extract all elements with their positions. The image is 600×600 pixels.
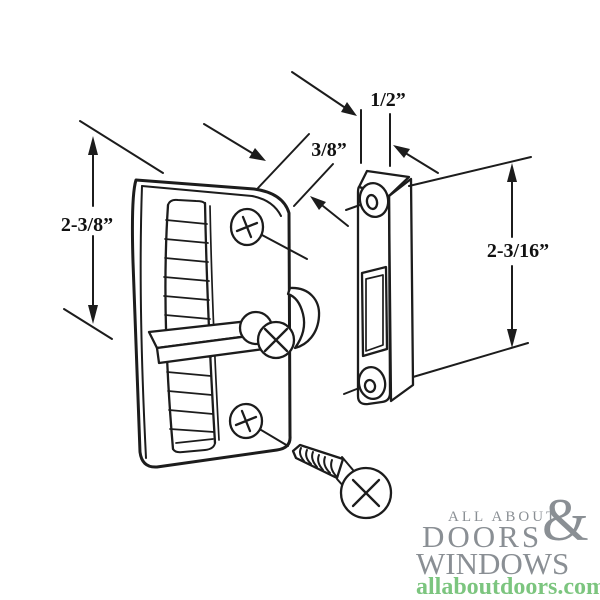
extension-line [79, 120, 164, 174]
latch-body-outline [130, 178, 292, 469]
keeper-latch-slot [360, 265, 389, 358]
logo-website-text: allaboutdoors.com [416, 574, 600, 600]
screw-threads [299, 447, 337, 477]
phillips-cross-icon [234, 409, 258, 433]
pointer-line [322, 205, 349, 227]
arrow-icon [341, 102, 357, 116]
dimension-latch-depth: 3/8” [203, 123, 349, 227]
extension-line [257, 133, 310, 189]
dimension-label-latch-height: 2-3/8” [61, 214, 113, 236]
arrow-icon [310, 196, 326, 210]
latch-pivot-screw [238, 310, 296, 360]
phillips-cross-icon [235, 215, 259, 239]
mounting-screw-drawing [291, 443, 393, 520]
arrow-icon [393, 145, 410, 158]
pointer-line [406, 153, 439, 174]
dimension-label-latch-depth: 3/8” [311, 139, 347, 161]
phillips-cross-icon [351, 478, 381, 508]
logo-ampersand: & [542, 487, 589, 553]
keeper-top-screw-hole [358, 181, 390, 219]
extension-line [412, 342, 529, 378]
phillips-cross-icon [263, 327, 289, 353]
arrow-up-icon [88, 136, 98, 155]
latch-bottom-screw-hole [228, 402, 264, 440]
keeper-bottom-screw-hole [357, 365, 387, 401]
latch-hook [286, 286, 321, 350]
arrow-down-icon [88, 305, 98, 324]
arrow-down-icon [507, 329, 517, 348]
brand-logo: ALL ABOUT & DOORS WINDOWS allaboutdoors.… [408, 490, 600, 600]
latch-handle-drawing [130, 178, 321, 469]
arrow-icon [249, 148, 266, 161]
extension-line [63, 308, 113, 340]
dimension-keeper-height: 2-3/16” [408, 156, 549, 378]
logo-line-windows: WINDOWS [416, 546, 570, 581]
keeper-side-face [387, 177, 415, 403]
pointer-line [291, 71, 345, 108]
dimension-latch-height: 2-3/8” [61, 120, 164, 340]
keeper-plate-drawing [343, 169, 415, 406]
dimension-label-keeper-height: 2-3/16” [487, 240, 549, 262]
latch-left-inner-edge [139, 185, 147, 459]
dimension-keeper-width: 1/2” [291, 71, 439, 174]
dimension-label-keeper-width: 1/2” [370, 89, 406, 111]
logo-line-all-about: ALL ABOUT [448, 509, 559, 525]
extension-line [293, 163, 334, 207]
pointer-line [203, 123, 253, 154]
arrow-up-icon [507, 163, 517, 182]
extension-line [408, 156, 532, 187]
logo-line-doors: DOORS [422, 519, 543, 554]
latch-top-inner-edge [141, 185, 282, 217]
latch-top-screw-hole [229, 207, 265, 247]
